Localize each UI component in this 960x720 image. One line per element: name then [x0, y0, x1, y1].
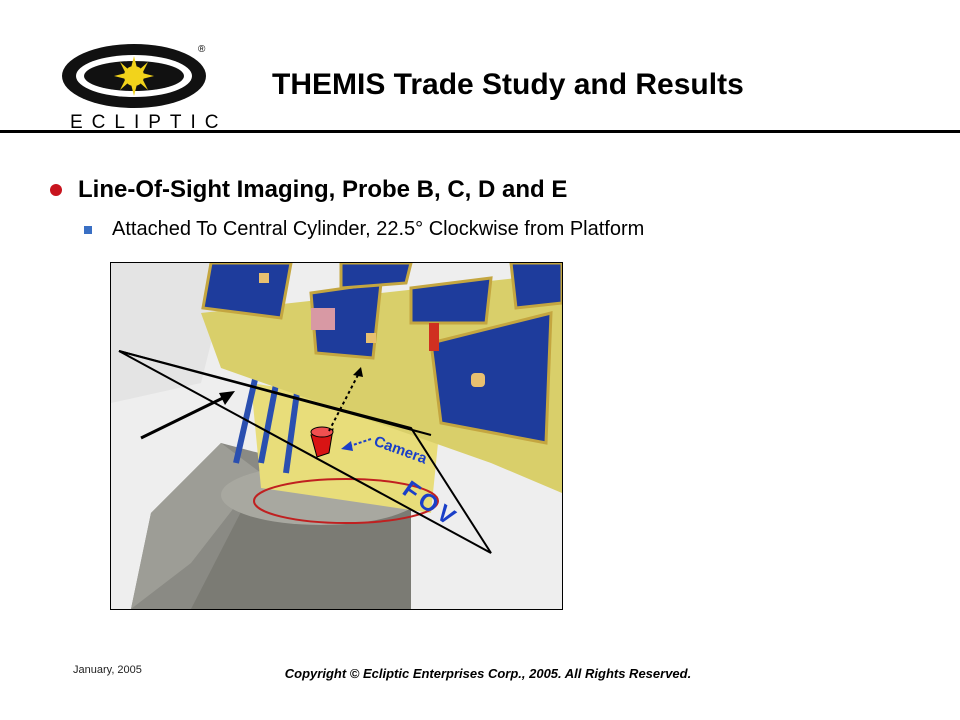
- footer-date: January, 2005: [73, 664, 142, 676]
- footer-copyright: Copyright © Ecliptic Enterprises Corp., …: [0, 666, 960, 681]
- logo-text: ECLIPTIC: [70, 112, 218, 133]
- copyright-text: Copyright © Ecliptic Enterprises Corp., …: [284, 666, 692, 681]
- registered-mark: ®: [198, 44, 206, 55]
- ecliptic-logo: ® ECLIPTIC: [58, 38, 218, 134]
- bullet-square-icon: [84, 225, 92, 234]
- sub-bullet: Attached To Central Cylinder, 22.5° Cloc…: [84, 218, 644, 241]
- spacecraft-figure: Camera FOV: [110, 262, 563, 610]
- main-bullet: Line-Of-Sight Imaging, Probe B, C, D and…: [50, 176, 567, 204]
- page-title: THEMIS Trade Study and Results: [272, 68, 744, 101]
- sub-bullet-text: Attached To Central Cylinder, 22.5° Cloc…: [112, 218, 645, 240]
- main-bullet-text: Line-Of-Sight Imaging, Probe B, C, D and…: [78, 176, 568, 203]
- header-divider: [0, 130, 960, 133]
- bullet-dot-icon: [50, 184, 62, 196]
- camera-icon: [310, 426, 334, 458]
